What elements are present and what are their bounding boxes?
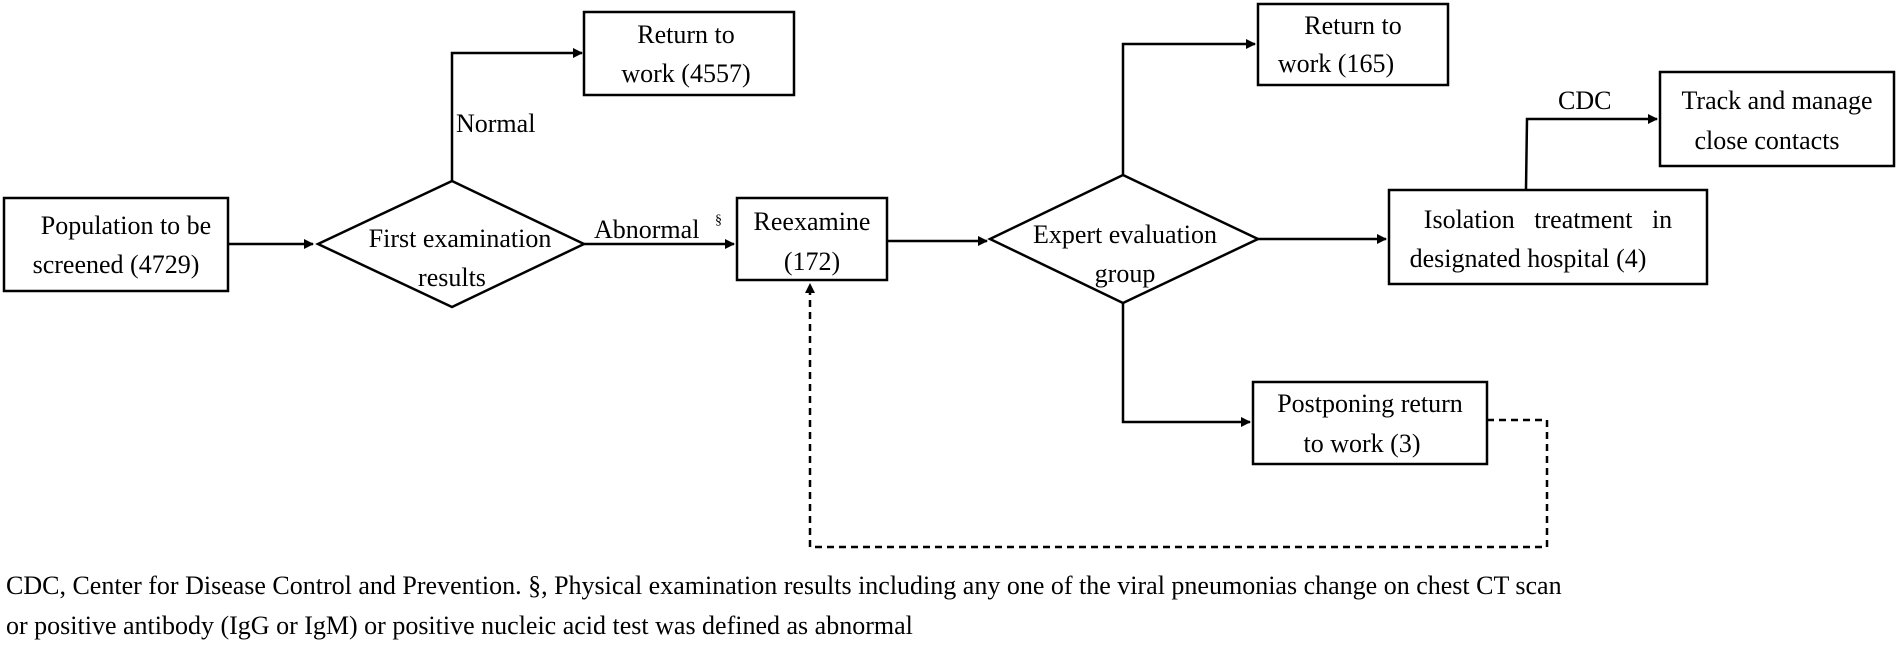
isolation-box [1387, 188, 1709, 286]
node-first-exam: First examination results [315, 179, 587, 309]
node-return-work-b: Return to work (165) [1256, 2, 1450, 87]
track-box [1658, 70, 1896, 168]
postpone-label-line1: Postponing return [1277, 389, 1463, 418]
track-label-line1: Track and manage [1681, 86, 1872, 115]
reexamine-label-line2: (172) [784, 247, 840, 276]
expert-label-line1: Expert evaluation [1033, 220, 1217, 249]
node-isolation: Isolation treatment in designated hospit… [1387, 188, 1709, 286]
isolation-label-line1: Isolation treatment in [1424, 205, 1672, 234]
edge-isolation-to-track [1524, 114, 1658, 190]
caption-line-2: or positive antibody (IgG or IgM) or pos… [6, 611, 913, 640]
expert-label-line2: group [1095, 259, 1156, 288]
reexamine-label-line1: Reexamine [754, 207, 871, 236]
first-exam-label-line1: First examination [369, 224, 552, 253]
postpone-box [1251, 380, 1489, 466]
first-exam-label-line2: results [418, 263, 486, 292]
isolation-label-line2: designated hospital (4) [1410, 244, 1647, 273]
return-work-b-box [1256, 2, 1450, 87]
return-work-a-label-line1: Return to [637, 20, 735, 49]
return-work-b-label-line1: Return to [1304, 11, 1402, 40]
node-population: Population to be screened (4729) [2, 196, 230, 293]
population-box [2, 196, 230, 293]
edge-first-exam-to-return-work-a [450, 48, 583, 181]
population-label-line2: screened (4729) [33, 250, 200, 279]
node-return-work-a: Return to work (4557) [582, 10, 796, 97]
return-work-a-label-line2: work (4557) [621, 59, 750, 88]
node-expert: Expert evaluation group [987, 173, 1261, 305]
edge-label-abnormal-mark: § [715, 213, 722, 228]
edge-expert-to-return-work-b [1121, 39, 1256, 175]
edge-label-abnormal: Abnormal [594, 215, 699, 244]
node-postpone: Postponing return to work (3) [1251, 380, 1489, 466]
edges [228, 39, 1658, 549]
edge-label-cdc: CDC [1558, 86, 1611, 115]
node-track: Track and manage close contacts [1658, 70, 1896, 168]
expert-diamond [987, 173, 1261, 305]
postpone-label-line2: to work (3) [1304, 429, 1421, 458]
return-work-b-label-line2: work (165) [1278, 49, 1394, 78]
population-label-line1: Population to be [41, 211, 211, 240]
node-reexamine: Reexamine (172) [735, 196, 889, 282]
reexamine-box [735, 196, 889, 282]
edge-label-normal: Normal [456, 109, 535, 138]
track-label-line2: close contacts [1694, 126, 1839, 155]
edge-expert-to-postpone [1121, 303, 1251, 427]
edge-postpone-to-reexamine [805, 283, 1549, 549]
return-work-a-box [582, 10, 796, 97]
caption-line-1: CDC, Center for Disease Control and Prev… [6, 571, 1562, 600]
first-exam-diamond [315, 179, 587, 309]
